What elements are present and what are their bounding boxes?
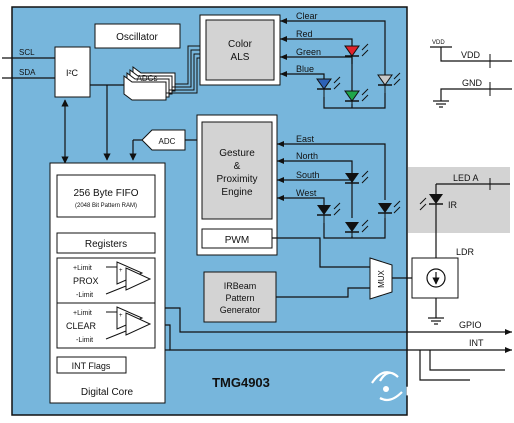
gnd-label: GND — [462, 78, 483, 88]
irbeam-label-2: Pattern — [225, 293, 254, 303]
sda-label: SDA — [19, 68, 36, 77]
north-arrowhead — [277, 158, 284, 164]
clear-label: CLEAR — [66, 321, 97, 331]
prox-plus-limit: +Limit — [73, 265, 92, 272]
vdd-rail-label: VDD — [432, 40, 445, 46]
chip-name: TMG4903 — [212, 375, 270, 390]
channel-red-label: Red — [296, 29, 313, 39]
svg-text:+: + — [119, 268, 123, 274]
color-als-label-1: Color — [228, 39, 253, 50]
prox-label: PROX — [73, 276, 99, 286]
registers-label: Registers — [85, 239, 127, 250]
gesture-ground-wire — [323, 218, 386, 239]
irbeam-block — [203, 271, 277, 323]
photodiode-ground-wire — [323, 93, 386, 109]
pwm-label: PWM — [225, 235, 249, 246]
int-tail-wire-2 — [429, 350, 505, 371]
clear-wire — [280, 20, 386, 75]
west-photodiode-icon — [317, 202, 341, 223]
red-wire — [280, 38, 353, 46]
mux-label: MUX — [377, 269, 386, 287]
green-arrowhead — [280, 54, 287, 60]
i2c-block — [54, 46, 91, 98]
ir-label: IR — [448, 200, 458, 210]
clear-photodiode-icon — [377, 72, 401, 93]
east-arrowhead — [277, 141, 284, 147]
int-flags-label: INT Flags — [72, 361, 111, 371]
channel-south-label: South — [296, 170, 320, 180]
gpio-arrowhead — [505, 329, 512, 335]
gpio-label: GPIO — [459, 320, 482, 330]
int-arrowhead — [505, 347, 512, 353]
fifo-subtitle: (2048 Bit Pattern RAM) — [75, 203, 137, 209]
irbeam-label-3: Generator — [220, 305, 261, 315]
oscillator-label: Oscillator — [116, 32, 158, 43]
gesture-label-3: Proximity — [216, 174, 257, 185]
vdd-label: VDD — [461, 50, 481, 60]
vdd-wire — [440, 47, 512, 62]
channel-north-label: North — [296, 151, 318, 161]
blue-arrowhead — [280, 71, 287, 77]
green-photodiode-icon — [344, 88, 369, 104]
fifo-title: 256 Byte FIFO — [73, 188, 138, 199]
adcs-block — [123, 66, 176, 101]
clear-arrowhead — [280, 18, 287, 24]
ground-symbol-icon — [433, 100, 449, 108]
watermark-logo-text: 电子发烧友 — [405, 384, 475, 400]
prox-block — [56, 257, 156, 304]
east-wire — [277, 143, 386, 200]
ldr-ground-icon — [428, 317, 444, 325]
gesture-label-1: Gesture — [219, 148, 255, 159]
channel-green-label: Green — [296, 47, 321, 57]
color-als-label-2: ALS — [231, 52, 250, 63]
clear-comparator-icon — [116, 306, 152, 336]
ir-led-region — [408, 167, 510, 233]
scl-label: SCL — [19, 48, 35, 57]
channel-blue-label: Blue — [296, 64, 314, 74]
west-wire — [277, 197, 325, 205]
pwm-to-mux — [272, 237, 370, 268]
registers-block — [56, 232, 156, 254]
south-photodiode-icon — [345, 219, 369, 236]
channel-west-label: West — [296, 188, 317, 198]
clear-plus-limit: +Limit — [73, 310, 92, 317]
north-photodiode-icon — [345, 170, 369, 184]
int-flags-block — [56, 356, 127, 374]
elecfans-watermark-logo — [371, 371, 403, 402]
channel-clear-label: Clear — [296, 11, 318, 21]
prox-comparator-icon — [116, 261, 152, 291]
int-tail-wire — [419, 350, 470, 381]
gesture-label-4: Engine — [221, 187, 253, 198]
int-label: INT — [469, 338, 484, 348]
gesture-label-2: & — [234, 161, 241, 172]
ldr-label: LDR — [456, 247, 475, 257]
svg-text:+: + — [119, 313, 123, 319]
irbeam-label-1: IRBeam — [224, 281, 257, 291]
digital-core-label: Digital Core — [81, 387, 134, 398]
mux-block — [369, 257, 393, 300]
adc-label: ADC — [159, 137, 176, 146]
gesture-engine-inner — [201, 121, 273, 220]
north-wire — [277, 160, 353, 173]
gnd-wire — [440, 88, 512, 101]
south-arrowhead — [277, 177, 284, 183]
irbeam-to-mux — [276, 287, 370, 298]
red-arrowhead — [280, 36, 287, 42]
fifo-block — [56, 174, 156, 218]
blue-wire — [280, 73, 325, 79]
prox-minus-limit: -Limit — [76, 292, 93, 299]
led-a-label: LED A — [453, 173, 479, 183]
color-als-inner — [205, 19, 275, 81]
oscillator-block — [94, 23, 181, 49]
watermark-url: www.elecfans.com — [413, 405, 481, 414]
clear-minus-limit: -Limit — [76, 337, 93, 344]
i2c-label: I²C — [66, 68, 78, 78]
channel-east-label: East — [296, 134, 315, 144]
blue-photodiode-icon — [316, 76, 341, 97]
adcs-label: ADCs — [137, 74, 158, 83]
west-arrowhead — [277, 195, 284, 201]
red-photodiode-icon — [344, 43, 369, 64]
east-photodiode-icon — [378, 200, 401, 218]
